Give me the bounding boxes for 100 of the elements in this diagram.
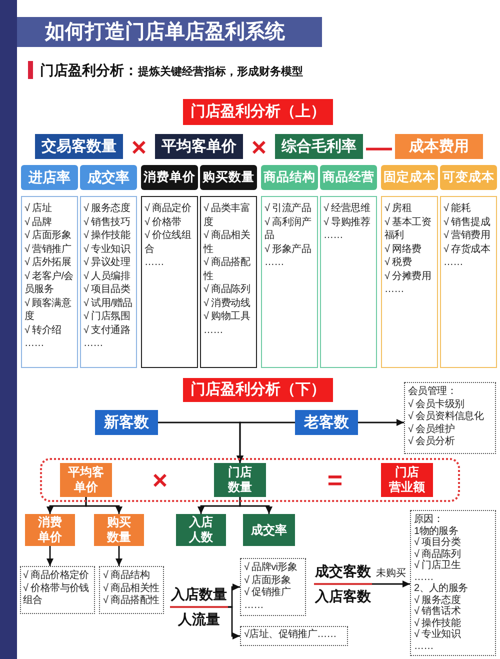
list-text: √ 分摊费用 — [384, 270, 431, 283]
operator-sign: = — [327, 467, 343, 493]
checklist-box — [141, 196, 198, 368]
metric-tile: 入店人数 — [176, 514, 226, 546]
list-text: √ 销售提成 — [444, 216, 490, 229]
list-text: √ 项目分类 — [414, 537, 460, 548]
list-text: √ 引流产品 — [264, 202, 311, 216]
list-text: …… — [444, 256, 463, 270]
list-text: √ 房租 — [384, 202, 412, 216]
list-text: √ 营销推广 — [24, 242, 71, 256]
fraction-denominator: 入店客数 — [315, 587, 371, 606]
connector-arrow — [85, 497, 122, 514]
metric-tile: 成本费用 — [395, 134, 483, 159]
note-box — [404, 382, 496, 454]
note-box — [20, 566, 95, 614]
list-text: √ 店面形象 — [24, 229, 71, 242]
checklist-box — [200, 196, 257, 368]
list-text: √ 高利润产品 — [264, 216, 312, 242]
connector-arrow — [116, 546, 122, 566]
connector-arrow — [358, 419, 404, 426]
note-box — [240, 626, 348, 646]
page-title: 如何打造门店单店盈利系统 — [17, 17, 322, 47]
category-tile: 购买数量 — [200, 165, 257, 190]
list-text: √ 消费动线 — [204, 296, 250, 310]
list-text: √ 购物工具 — [204, 310, 250, 324]
list-text: √ 店外拓展 — [24, 256, 71, 270]
list-text: √ 服务态度 — [414, 594, 460, 606]
list-text: √ 商品搭配性 — [103, 595, 160, 608]
metric-tile: 综合毛利率 — [275, 134, 363, 159]
list-text: 会员管理： — [408, 386, 457, 398]
list-text: √ 老客户/会员服务 — [24, 270, 74, 296]
list-text: √ 店面形象 — [244, 574, 290, 586]
edge-label: 未购买 — [374, 568, 408, 580]
category-tile: 进店率 — [21, 165, 78, 190]
list-text: √ 会员维护 — [408, 424, 454, 436]
checklist-box — [21, 196, 78, 368]
connector-arrow — [46, 546, 54, 566]
checklist-box — [80, 196, 137, 368]
list-text: √ 商品结构 — [103, 570, 150, 582]
checklist-box — [381, 196, 438, 368]
category-tile: 成交率 — [80, 165, 137, 190]
list-text: √ 能耗 — [444, 202, 471, 216]
fraction-numerator: 入店数量 — [171, 585, 227, 604]
list-text: …… — [144, 256, 164, 270]
metric-tile: 交易客数量 — [35, 134, 123, 159]
list-text: √ 导购推荐 — [324, 216, 370, 229]
list-text: …… — [264, 256, 284, 270]
list-text: …… — [244, 600, 264, 612]
category-tile: 固定成本 — [381, 165, 438, 190]
list-text: √ 专业知识 — [84, 242, 130, 256]
list-text: √ 价格带与价钱组合 — [23, 582, 90, 608]
list-text: √ 网络费 — [384, 242, 422, 256]
list-text: …… — [84, 337, 103, 350]
category-tile: 可变成本 — [440, 165, 497, 190]
metric-tile: 平均客单价 — [155, 134, 243, 159]
list-text: √ 商品搭配性 — [204, 256, 252, 283]
operator-sign: × — [131, 134, 147, 160]
list-text: √ 门店卫生 — [414, 560, 460, 572]
list-text: √ 会员卡级别 — [408, 398, 464, 410]
list-text: √ 会员资料信息化 — [408, 411, 484, 424]
list-text: √ 品类丰富度 — [204, 202, 251, 229]
list-text: √ 商品相关性 — [103, 582, 160, 594]
fraction — [314, 562, 372, 606]
operator-sign: — — [366, 134, 392, 160]
operator-sign: × — [251, 134, 267, 160]
checklist-box — [440, 196, 497, 368]
list-text: √ 商品定价 — [144, 202, 191, 216]
metric-tile: 门店数量 — [214, 463, 266, 497]
list-text: √ 操作技能 — [414, 618, 460, 628]
list-text: 1物的服务 — [414, 526, 458, 536]
section-heading: 门店盈利分析（下） — [183, 378, 333, 402]
note-box — [410, 510, 496, 656]
connector-arrow — [236, 422, 295, 463]
note-box — [240, 558, 306, 616]
subtitle-heading: 门店盈利分析： — [40, 61, 138, 80]
category-tile: 商品经营 — [320, 165, 377, 190]
subtitle-text: 提炼关键经营指标，形成财务模型 — [138, 64, 303, 80]
dotted-group-frame — [40, 458, 460, 502]
list-text: 2、人的服务 — [414, 583, 468, 594]
list-text: √ 店址 — [24, 202, 52, 216]
list-text: √店址、促销推广…… — [244, 629, 336, 642]
list-text: √ 商品相关性 — [204, 229, 251, 256]
list-text: √ 形象产品 — [264, 242, 311, 256]
list-text: √ 商品陈列 — [204, 283, 250, 296]
list-text: √ 门店氛围 — [84, 310, 130, 324]
list-text: √ 操作技能 — [84, 229, 130, 242]
operator-sign: × — [152, 467, 168, 493]
list-text: …… — [324, 229, 343, 242]
metric-tile: 成交率 — [243, 514, 295, 546]
metric-tile: 消费单价 — [25, 514, 75, 546]
list-text: √ 支付通路 — [84, 324, 130, 337]
list-text: √ 试用/赠品 — [84, 296, 132, 310]
list-text: …… — [24, 337, 44, 350]
list-text: …… — [414, 572, 434, 583]
connector-arrow — [228, 606, 240, 640]
list-text: √ 销售话术 — [414, 606, 460, 618]
list-text: √ 转介绍 — [24, 324, 62, 337]
checklist-box — [261, 196, 318, 368]
metric-tile: 门店营业额 — [381, 463, 433, 497]
list-text: √ 销售技巧 — [84, 216, 130, 229]
